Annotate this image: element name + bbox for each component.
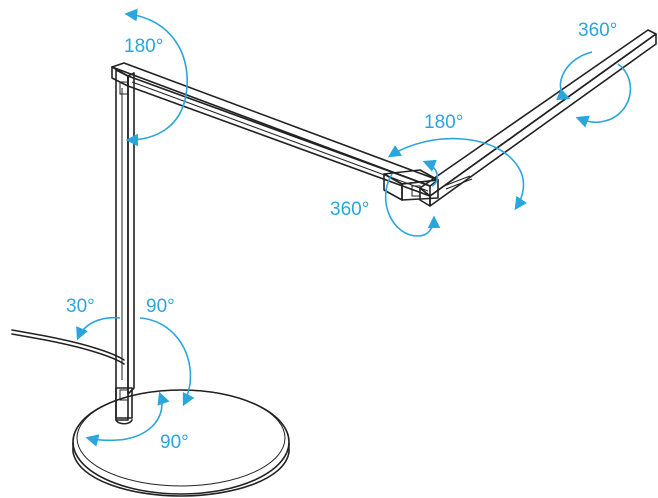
rotation-labels: 180° 180° 360° 360° 30° 90° 90°: [66, 20, 617, 453]
power-cord: [11, 329, 125, 365]
head-swivel-arrow-2: [575, 63, 632, 128]
lamp-base: [72, 389, 290, 497]
lamp-column: [115, 69, 135, 425]
base-tilt-label: 30°: [66, 296, 95, 317]
rotation-arrows: [76, 8, 632, 447]
elbow-rotation-label: 180°: [424, 112, 463, 133]
base-tilt-arrow: [76, 316, 121, 341]
upper-hinge-arrow: [124, 8, 188, 147]
head-swivel-label: 360°: [578, 20, 617, 41]
base-rotation-arrow: [85, 391, 170, 447]
upper-hinge-label: 180°: [124, 36, 163, 57]
arm-swivel-arrow: [422, 159, 439, 187]
column-tilt-label: 90°: [146, 296, 175, 317]
arm-swivel-label: 360°: [330, 199, 369, 220]
arm-swivel-arrow-2: [384, 173, 441, 237]
head-swivel-arrow: [556, 51, 593, 101]
elbow-rotation-arrow: [387, 137, 528, 211]
base-rotation-label: 90°: [160, 432, 189, 453]
column-tilt-arrow: [139, 317, 195, 407]
